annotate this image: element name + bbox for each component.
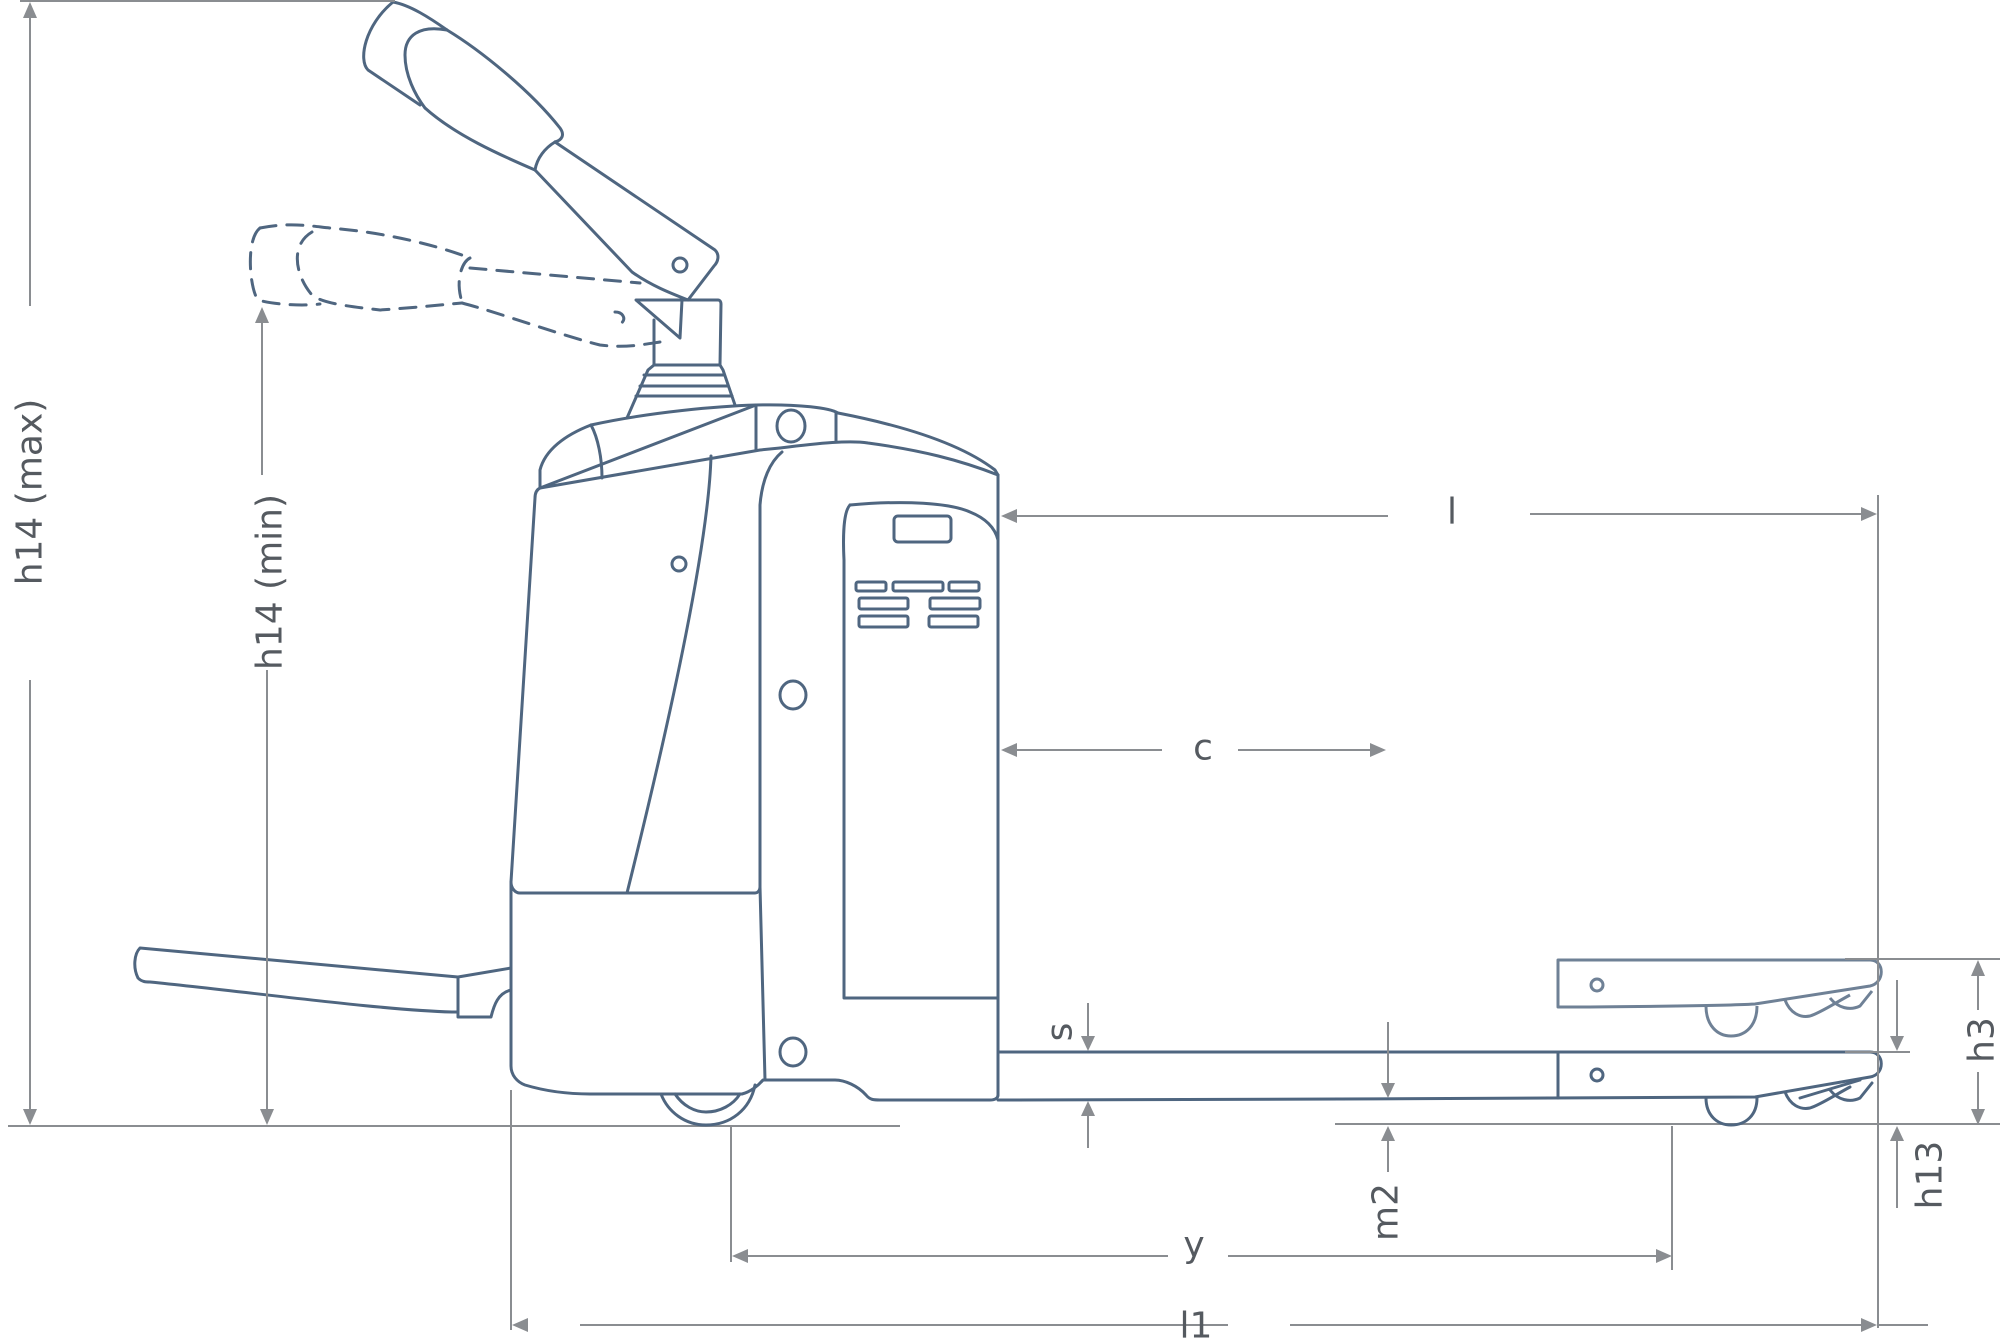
ground-lines xyxy=(8,1123,2000,1127)
fork-raised xyxy=(1556,958,1883,1038)
dimension-h13: h13 xyxy=(1890,980,1951,1209)
dimension-l1: l1 xyxy=(510,1090,1928,1341)
label-l: l xyxy=(1447,492,1457,533)
label-h3: h3 xyxy=(1962,1017,2000,1063)
display-screen xyxy=(892,514,953,544)
control-button xyxy=(854,580,888,593)
tiller-column xyxy=(625,298,737,420)
label-c: c xyxy=(1193,728,1213,769)
side-access-circle-upper xyxy=(778,679,808,711)
control-button xyxy=(947,580,981,593)
tiller-pivot-circle xyxy=(671,256,689,274)
label-l1: l1 xyxy=(1180,1306,1213,1341)
tiller-arm-min-dashed xyxy=(248,223,662,348)
dimension-h14-min: h14 (min) xyxy=(250,307,291,1125)
control-button xyxy=(857,614,910,629)
dimension-l: l xyxy=(1001,492,1879,1328)
label-h14-min: h14 (min) xyxy=(250,494,291,670)
control-button xyxy=(928,596,982,611)
side-panel-screw-icon xyxy=(670,555,688,573)
label-s: s xyxy=(1040,1023,1081,1042)
label-m2: m2 xyxy=(1366,1183,1407,1241)
fork-pin-circle-raised xyxy=(1589,977,1605,993)
dimension-h3: h3 xyxy=(1845,958,2000,1125)
control-button xyxy=(857,596,910,611)
dimension-c: c xyxy=(1001,728,1386,769)
fork-pin-circle xyxy=(1589,1067,1605,1083)
control-button xyxy=(891,580,945,593)
top-indicator-circle xyxy=(775,408,807,444)
dimension-m2: m2 xyxy=(1366,1022,1407,1241)
truck-body xyxy=(133,403,1000,1127)
label-y: y xyxy=(1183,1225,1204,1266)
label-h14-max: h14 (max) xyxy=(10,399,51,586)
control-button xyxy=(927,614,980,629)
side-access-circle-lower xyxy=(778,1036,808,1068)
dimension-y: y xyxy=(730,1126,1673,1270)
tiller-arm-max xyxy=(362,0,720,302)
dimension-h14-max: h14 (max) xyxy=(10,0,395,1125)
dimension-s: s xyxy=(1040,1003,1095,1148)
fork-lowered xyxy=(996,1050,1883,1127)
label-h13: h13 xyxy=(1910,1141,1951,1210)
